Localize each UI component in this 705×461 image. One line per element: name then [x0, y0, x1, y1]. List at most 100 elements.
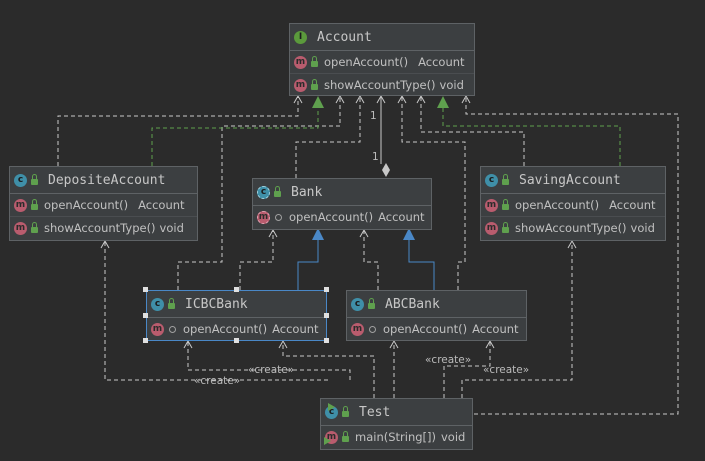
method-name: openAccount()	[44, 198, 129, 212]
public-lock-icon	[502, 199, 509, 210]
abstract-method-icon: m	[257, 210, 270, 224]
account-method-showaccounttype[interactable]: m showAccountType() void	[290, 73, 474, 96]
multiplicity-bank: 1	[372, 151, 379, 163]
selection-handle-bottom-middle[interactable]	[234, 338, 239, 343]
test-title: Test	[359, 404, 391, 420]
method-name: showAccountType()	[324, 78, 436, 92]
abcbank-method-openaccount[interactable]: m openAccount() Account	[347, 318, 526, 340]
depositeaccount-method-openaccount[interactable]: m openAccount() Account	[10, 194, 197, 216]
edge-deposite-realizes-account	[151, 106, 319, 166]
arrowhead-bank-1	[268, 228, 278, 238]
selection-handle-bottom-left[interactable]	[143, 338, 148, 343]
icbcbank-class-node[interactable]: c ICBCBank m openAccount() Account	[146, 290, 327, 341]
bank-method-openaccount[interactable]: m openAccount() Account	[253, 206, 431, 228]
edge-abc-extends-bank	[408, 238, 435, 290]
create-label-abc: «create»	[425, 354, 472, 366]
class-icon: c	[151, 297, 164, 311]
abstract-class-icon: c	[257, 185, 270, 199]
inheritance-triangle-icbc	[312, 228, 324, 240]
edge-abc-to-account	[401, 96, 466, 290]
selection-handle-top-middle[interactable]	[234, 287, 239, 292]
account-method-openaccount[interactable]: m openAccount() Account	[290, 51, 474, 73]
run-method-icon[interactable]	[322, 436, 332, 446]
method-return-type: Account	[272, 322, 319, 336]
arrowhead-account-2	[335, 94, 345, 104]
account-title: Account	[317, 29, 372, 45]
public-lock-icon	[31, 174, 38, 185]
class-icon: c	[351, 297, 364, 311]
account-interface-node[interactable]: I Account m openAccount() Account m show…	[289, 23, 475, 96]
method-return-type: Account	[609, 198, 656, 212]
edge-abc-to-bank	[363, 230, 379, 290]
depositeaccount-title: DepositeAccount	[48, 172, 166, 188]
selection-handle-middle-left[interactable]	[143, 313, 148, 318]
edge-icbc-extends-bank	[297, 238, 319, 290]
bank-title: Bank	[291, 184, 323, 200]
realization-triangle-left	[312, 96, 324, 108]
arrowhead-saving	[567, 239, 577, 249]
abcbank-class-node[interactable]: c ABCBank m openAccount() Account	[346, 290, 527, 341]
savingaccount-title: SavingAccount	[519, 172, 621, 188]
public-lock-icon	[342, 431, 349, 442]
public-lock-icon	[311, 56, 318, 67]
test-class-node[interactable]: c Test m main(String[]) void	[320, 398, 473, 450]
arrowhead-bank-2	[359, 228, 369, 238]
edge-bank-to-account	[295, 96, 361, 178]
package-visibility-icon	[275, 213, 282, 221]
run-class-icon[interactable]	[326, 402, 336, 412]
method-icon: m	[294, 78, 307, 92]
test-method-main[interactable]: m main(String[]) void	[321, 426, 472, 448]
public-lock-icon	[311, 79, 318, 90]
public-lock-icon	[342, 406, 349, 417]
method-name: openAccount()	[183, 322, 268, 336]
edge-test-to-abc-2	[443, 341, 491, 398]
savingaccount-method-showaccounttype[interactable]: m showAccountType() void	[481, 216, 665, 239]
savingaccount-class-node[interactable]: c SavingAccount m openAccount() Account …	[480, 166, 666, 241]
public-lock-icon	[368, 298, 375, 309]
method-name: showAccountType()	[515, 221, 627, 235]
class-icon: c	[14, 173, 27, 187]
account-header: I Account	[290, 24, 474, 51]
method-icon: m	[485, 198, 498, 212]
test-header: c Test	[321, 399, 472, 426]
method-return-type: void	[159, 221, 184, 235]
method-name: openAccount()	[289, 210, 374, 224]
bank-abstract-class-node[interactable]: c Bank m openAccount() Account	[252, 178, 432, 230]
edge-icbc-to-bank	[239, 230, 274, 290]
selection-handle-middle-right[interactable]	[324, 313, 329, 318]
method-icon: m	[14, 198, 27, 212]
method-return-type: void	[439, 78, 464, 92]
method-name: openAccount()	[383, 322, 468, 336]
composition-diamond	[382, 163, 390, 177]
arrowhead-icbc-2	[278, 339, 288, 349]
icbcbank-header: c ICBCBank	[147, 291, 326, 318]
selection-handle-top-left[interactable]	[143, 287, 148, 292]
arrowhead-account-1	[293, 94, 303, 104]
method-name: openAccount()	[515, 198, 600, 212]
icbcbank-title: ICBCBank	[185, 296, 248, 312]
edge-test-to-icbc	[187, 341, 351, 380]
depositeaccount-method-showaccounttype[interactable]: m showAccountType() void	[10, 216, 197, 239]
selection-handle-bottom-right[interactable]	[324, 338, 329, 343]
public-lock-icon	[502, 222, 509, 233]
realization-triangle-right	[437, 96, 449, 108]
selection-handle-top-right[interactable]	[324, 287, 329, 292]
savingaccount-method-openaccount[interactable]: m openAccount() Account	[481, 194, 665, 216]
arrowhead-account-6	[461, 94, 471, 104]
package-visibility-icon	[169, 325, 176, 333]
create-label-deposite: «create»	[194, 375, 241, 387]
savingaccount-header: c SavingAccount	[481, 167, 665, 194]
edge-saving-realizes-account	[442, 106, 621, 166]
arrowhead-account-5	[416, 94, 426, 104]
depositeaccount-class-node[interactable]: c DepositeAccount m openAccount() Accoun…	[9, 166, 198, 241]
abcbank-header: c ABCBank	[347, 291, 526, 318]
arrowhead-deposite	[100, 239, 110, 249]
arrowhead-account-3	[355, 94, 365, 104]
edge-icbc-to-account	[177, 96, 341, 290]
method-icon: m	[151, 322, 164, 336]
icbcbank-method-openaccount[interactable]: m openAccount() Account	[147, 318, 326, 340]
method-name: openAccount()	[324, 55, 409, 69]
create-label-icbc: «create»	[248, 364, 295, 376]
edge-saving-to-account	[420, 96, 525, 166]
